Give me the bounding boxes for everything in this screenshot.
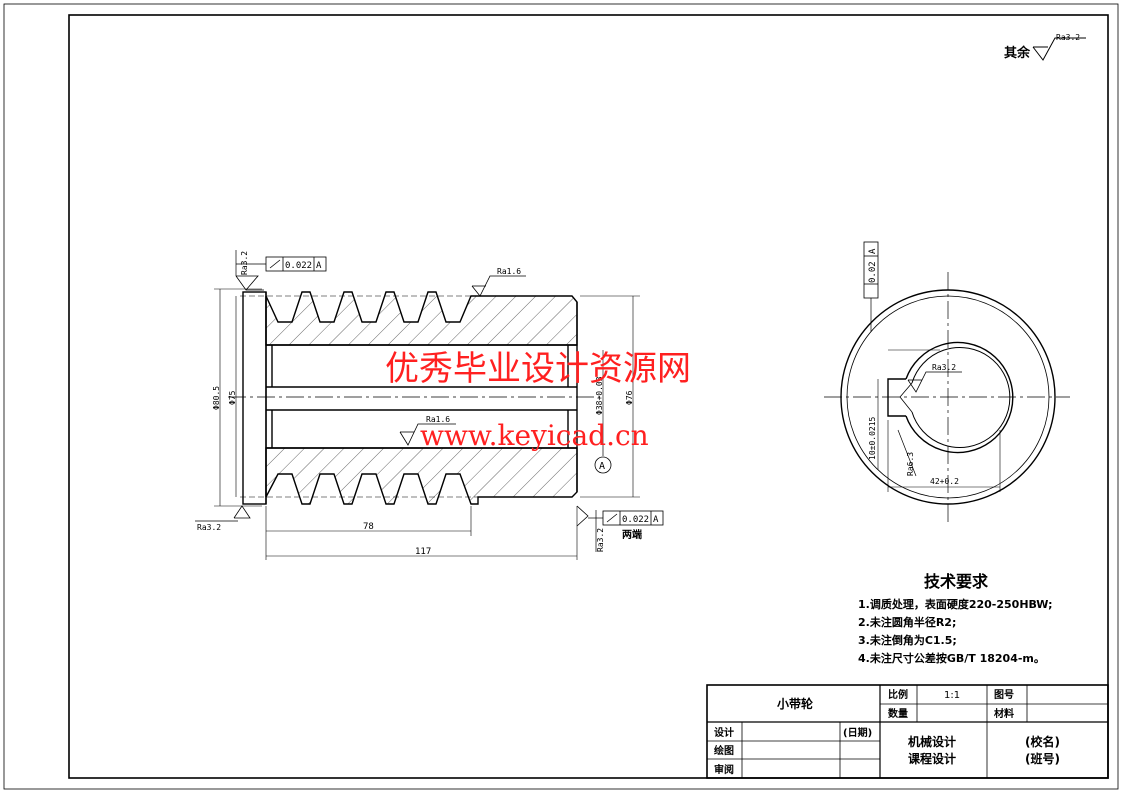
upper-thread-section <box>265 291 578 346</box>
end-tolerance-value: 0.02 <box>868 261 878 283</box>
tech-req-item: 2.未注圆角半径R2; <box>858 615 956 629</box>
scale-label: 比例 <box>888 688 908 701</box>
dim-keyway-width: 10±0.0215 <box>868 416 877 460</box>
school-name: (校名) <box>1025 734 1060 749</box>
drawing-number-label: 图号 <box>994 689 1014 701</box>
general-surface-finish-note: 其余 Ra3.2 <box>1004 33 1086 61</box>
end-view: 0.02 A Ra3.2 10±0.0215 Ra6.3 42+0.2 <box>824 241 1070 522</box>
dim-shoulder-diameter: Φ75 <box>228 390 237 405</box>
ra-bottom-left: Ra3.2 <box>197 523 221 532</box>
ra-side: Ra6.3 <box>906 452 915 476</box>
dim-keyway-depth: 42+0.2 <box>930 477 959 486</box>
tolerance-top-value: 0.022 <box>285 261 312 271</box>
technical-requirements: 技术要求 1.调质处理，表面硬度220-250HBW; 2.未注圆角半径R2; … <box>858 572 1053 665</box>
part-name: 小带轮 <box>777 696 814 711</box>
dim-bore-diameter: Φ38+0.03 <box>595 376 604 415</box>
both-ends-label: 两端 <box>622 528 642 541</box>
lower-thread-section <box>265 447 578 505</box>
dim-right-diameter: Φ76 <box>625 390 634 405</box>
side-section-view: Φ80.5 Φ75 Φ38+0.03 Φ76 A 78 117 Ra3.2 0. <box>195 250 664 560</box>
course-title-line2: 课程设计 <box>908 751 956 766</box>
tolerance-right-value: 0.022 <box>622 515 649 525</box>
tech-req-item: 1.调质处理，表面硬度220-250HBW; <box>858 597 1053 611</box>
other-surfaces-ra: Ra3.2 <box>1056 33 1080 42</box>
tolerance-top-datum: A <box>316 261 322 271</box>
ra-right-end: Ra3.2 <box>596 528 605 552</box>
watermark: 优秀毕业设计资源网 www.keyicad.cn <box>385 349 691 452</box>
class-number: (班号) <box>1025 751 1060 766</box>
dim-thread-length: 78 <box>363 522 374 532</box>
tech-req-item: 3.未注倒角为C1.5; <box>858 633 957 647</box>
datum-a-label: A <box>599 461 605 472</box>
tech-req-item: 4.未注尺寸公差按GB/T 18204-m。 <box>858 651 1045 665</box>
drafter-label: 绘图 <box>714 744 734 757</box>
ra-keyway: Ra3.2 <box>932 363 956 372</box>
end-tolerance-datum: A <box>868 248 878 254</box>
tolerance-right-datum: A <box>653 515 659 525</box>
designer-label: 设计 <box>714 726 734 739</box>
dim-outer-diameter: Φ80.5 <box>212 386 221 410</box>
scale-value: 1:1 <box>944 690 960 701</box>
other-surfaces-label: 其余 <box>1004 45 1031 61</box>
material-label: 材料 <box>994 707 1014 720</box>
title-block: 小带轮 比例 1:1 图号 数量 材料 设计 (日期) 绘图 审阅 机械设计 课… <box>706 684 1109 779</box>
watermark-url: www.keyicad.cn <box>420 419 649 452</box>
inner-frame <box>68 14 1109 779</box>
ra-inner: Ra1.6 <box>426 415 450 424</box>
dim-total-length: 117 <box>415 547 431 557</box>
ra-thread-top: Ra1.6 <box>497 267 521 276</box>
date-label: (日期) <box>843 726 872 739</box>
course-title-line1: 机械设计 <box>908 734 956 749</box>
watermark-title: 优秀毕业设计资源网 <box>385 349 691 389</box>
reviewer-label: 审阅 <box>714 763 734 776</box>
outer-frame <box>3 3 1119 790</box>
quantity-label: 数量 <box>888 707 908 720</box>
ra-top-left: Ra3.2 <box>240 251 249 275</box>
tech-req-title: 技术要求 <box>924 572 989 591</box>
